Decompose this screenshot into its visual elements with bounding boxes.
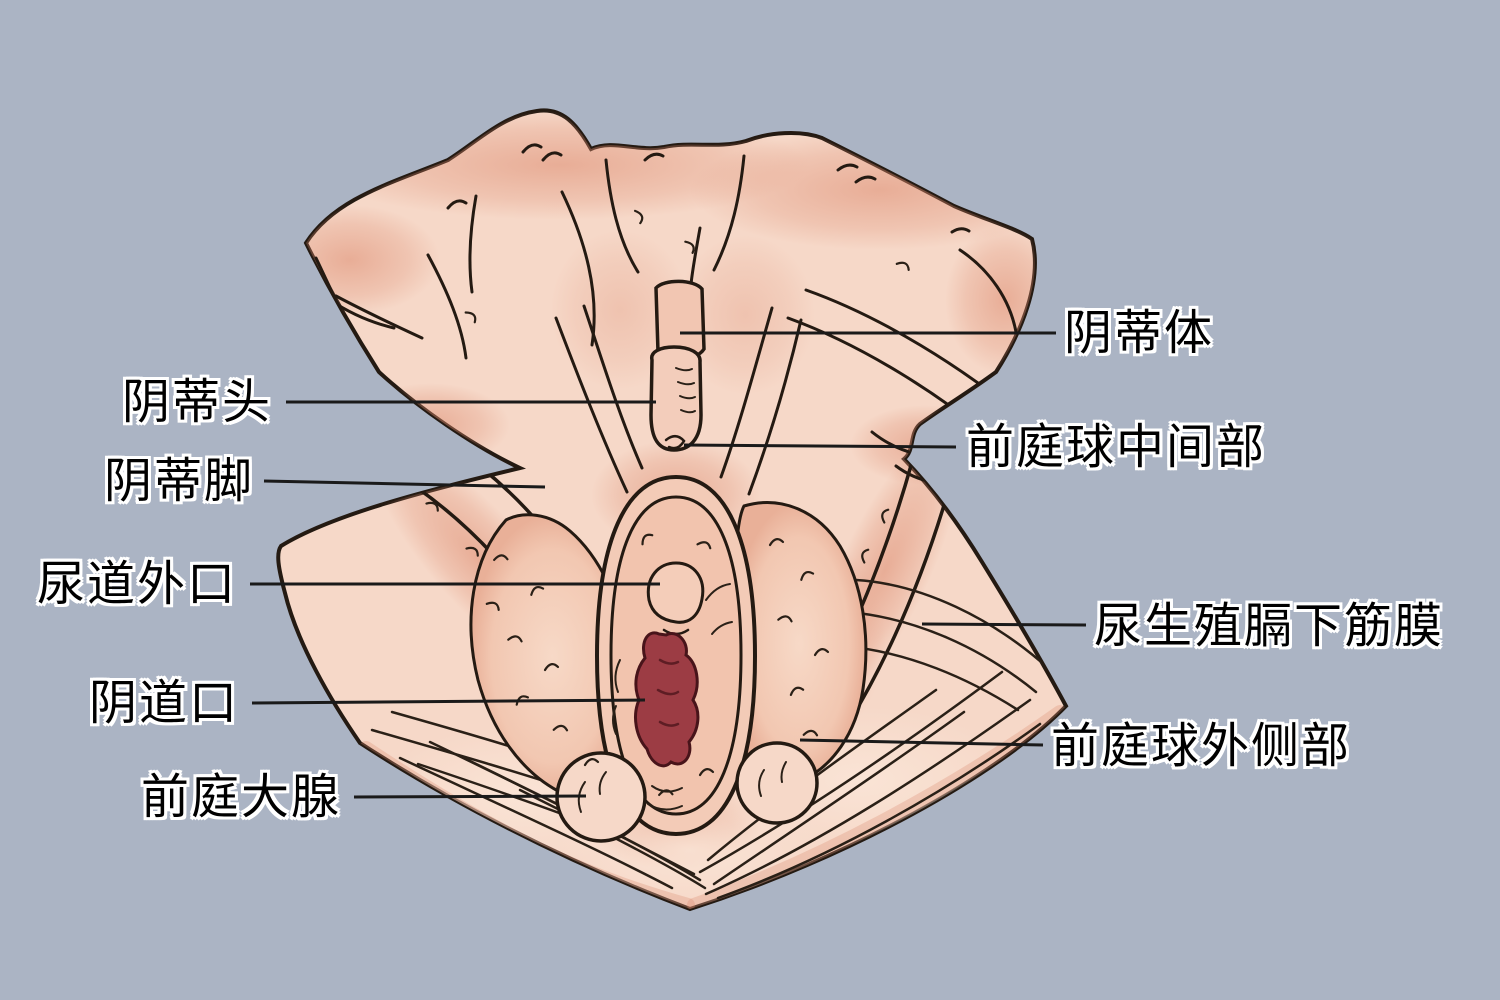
label-inferior-fascia-of-urogenital-diaphragm: 尿生殖膈下筋膜 xyxy=(1094,598,1445,654)
leader-greater-vestibular-gland xyxy=(353,794,587,799)
bulb-commissure-curl xyxy=(664,435,686,450)
label-lateral-part-of-vestibular-bulb: 前庭球外侧部 xyxy=(1051,718,1352,774)
label-greater-vestibular-gland: 前庭大腺 xyxy=(141,769,342,825)
leader-inferior-fascia-of-urogenital-diaphragm xyxy=(921,622,1087,627)
leader-crus-clitoris xyxy=(263,479,546,489)
label-glans-clitoris: 阴蒂头 xyxy=(122,374,273,430)
label-body-of-clitoris: 阴蒂体 xyxy=(1064,305,1215,361)
greater-vestibular-glands xyxy=(555,741,819,843)
leader-lines xyxy=(250,331,1087,799)
vaginal-opening xyxy=(612,583,733,811)
label-vaginal-orifice: 阴道口 xyxy=(89,675,240,731)
urethral-orifice-mound xyxy=(646,561,705,636)
leader-intermediate-part-of-vestibular-bulb xyxy=(683,443,957,449)
leader-vaginal-orifice xyxy=(251,698,646,705)
leader-lateral-part-of-vestibular-bulb xyxy=(799,738,1044,747)
label-crus-clitoris: 阴蒂脚 xyxy=(104,453,255,509)
label-intermediate-part-of-vestibular-bulb: 前庭球中间部 xyxy=(966,419,1267,475)
label-external-urethral-orifice: 尿道外口 xyxy=(37,556,238,612)
glans-clitoris-shape xyxy=(649,345,703,452)
